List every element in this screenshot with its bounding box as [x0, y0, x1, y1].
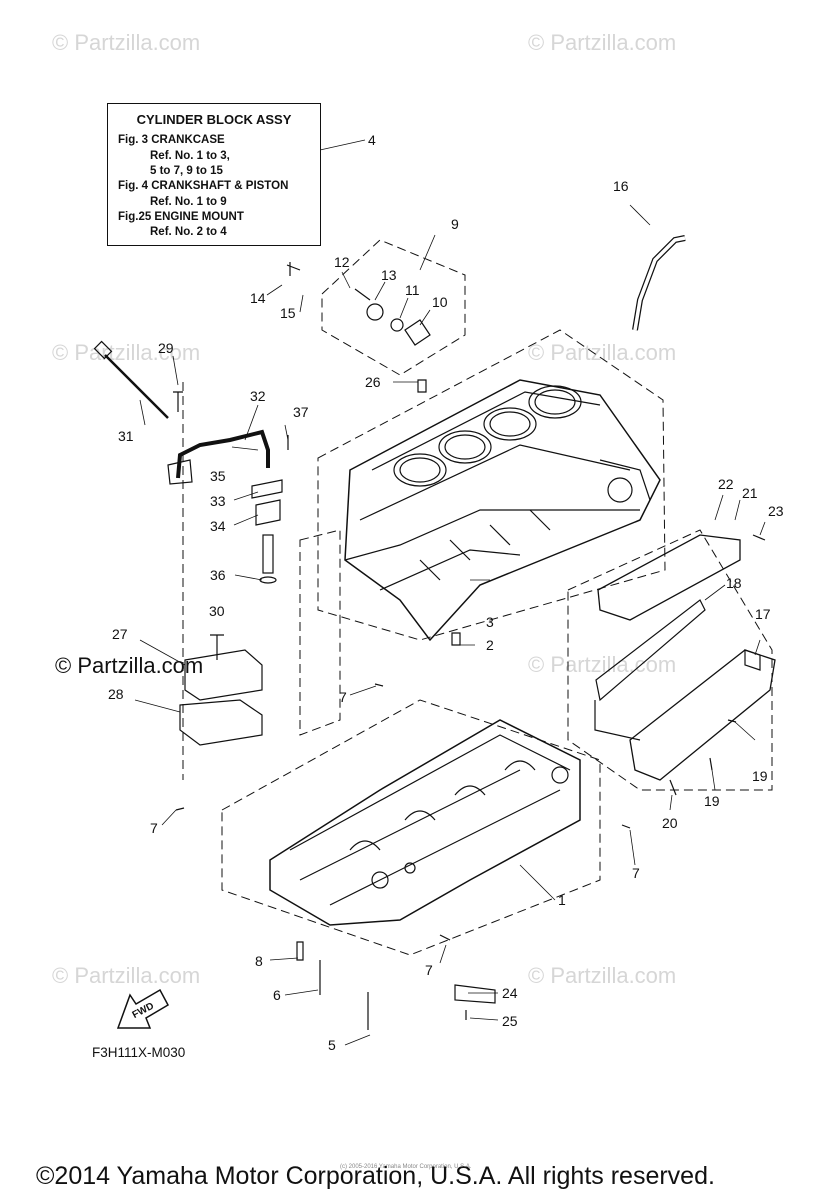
info-box-title: CYLINDER BLOCK ASSY [136, 112, 292, 127]
watermark: © Partzilla.com [528, 340, 677, 365]
callout-7d: 7 [425, 962, 433, 978]
info-box-line: Ref. No. 1 to 3, [150, 150, 230, 162]
callout-27: 27 [112, 626, 128, 642]
callout-8: 8 [255, 953, 263, 969]
callout-12: 12 [334, 254, 350, 270]
callout-29: 29 [158, 340, 174, 356]
oil-dipstick [104, 354, 169, 419]
callout-7c: 7 [632, 865, 640, 881]
callout-26: 26 [365, 374, 381, 390]
watermark: © Partzilla.com [52, 963, 201, 988]
callout-36: 36 [210, 567, 226, 583]
plate-28 [179, 699, 263, 746]
oil-pipe [176, 429, 270, 479]
callout-10: 10 [432, 294, 448, 310]
sensor-kit-dashed-outline [321, 239, 466, 376]
callout-19b: 19 [704, 793, 720, 809]
breather-hose [632, 235, 686, 331]
watermark: © Partzilla.com [528, 30, 677, 55]
callout-28: 28 [108, 686, 124, 702]
figure-code: F3H111X-M030 [92, 1045, 186, 1060]
callout-24: 24 [502, 985, 518, 1001]
callout-16: 16 [613, 178, 629, 194]
callout-30: 30 [209, 603, 225, 619]
callout-32: 32 [250, 388, 266, 404]
callout-11: 11 [405, 282, 420, 298]
side-cover-and-gasket [594, 534, 776, 781]
left-pipe-dashed-outline [299, 529, 341, 736]
info-box-line: Ref. No. 1 to 9 [150, 196, 227, 208]
info-box-line: Fig.25 ENGINE MOUNT [118, 211, 244, 223]
upper-cylinder-block [344, 379, 661, 642]
partzilla-mark: © Partzilla.com [55, 653, 204, 678]
info-box-line: Fig. 4 CRANKSHAFT & PISTON [118, 180, 289, 192]
plate-27 [184, 649, 263, 701]
copyright-footer: ©2014 Yamaha Motor Corporation, U.S.A. A… [36, 1162, 715, 1190]
info-box: CYLINDER BLOCK ASSY Fig. 3 CRANKCASE Ref… [107, 103, 321, 246]
callout-23: 23 [768, 503, 784, 519]
callout-35: 35 [210, 468, 226, 484]
callout-37: 37 [293, 404, 309, 420]
callout-9: 9 [451, 216, 459, 232]
callout-18: 18 [726, 575, 742, 591]
callout-33: 33 [210, 493, 226, 509]
info-box-line: 5 to 7, 9 to 15 [150, 165, 223, 177]
callout-6: 6 [273, 987, 281, 1003]
small-credit: (c) 2005-2016 Yamaha Motor Corporation, … [340, 1164, 472, 1170]
watermark: © Partzilla.com [528, 963, 677, 988]
breather-cover-dashed-outline [567, 529, 773, 791]
callout-15: 15 [280, 305, 296, 321]
lower-crankcase [269, 719, 581, 926]
info-box-line: Ref. No. 2 to 4 [150, 226, 227, 238]
callout-14: 14 [250, 290, 266, 306]
callout-22: 22 [718, 476, 734, 492]
callout-19a: 19 [752, 768, 768, 784]
callout-21: 21 [742, 485, 758, 501]
info-box-line: Fig. 3 CRANKCASE [118, 134, 225, 146]
watermark: © Partzilla.com [52, 340, 201, 365]
callout-13: 13 [381, 267, 397, 283]
watermark: © Partzilla.com [52, 30, 201, 55]
callout-17: 17 [755, 606, 771, 622]
callout-20: 20 [662, 815, 678, 831]
callout-5: 5 [328, 1037, 336, 1053]
lower-crankcase-dashed-outline [221, 699, 601, 956]
pipe-36 [262, 534, 274, 574]
callout-34: 34 [210, 518, 226, 534]
fwd-label: FWD [131, 1001, 156, 1021]
callout-2: 2 [486, 637, 494, 653]
callout-1: 1 [558, 892, 566, 908]
upper-block-dashed-outline [317, 329, 666, 641]
callout-25: 25 [502, 1013, 518, 1029]
fwd-arrow [116, 988, 169, 1029]
callout-31: 31 [118, 428, 134, 444]
callout-3: 3 [486, 614, 494, 630]
callout-4: 4 [368, 132, 376, 148]
callout-7b: 7 [150, 820, 158, 836]
callout-7a: 7 [339, 689, 347, 705]
